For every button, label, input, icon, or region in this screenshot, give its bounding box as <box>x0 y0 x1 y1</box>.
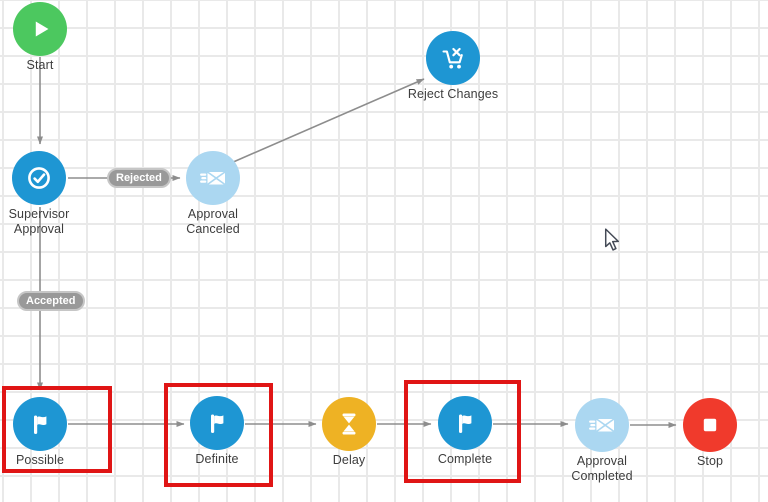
highlight-rect-possible <box>2 386 112 473</box>
complete-node[interactable] <box>438 396 492 450</box>
edge-label-rejected[interactable]: Rejected <box>107 168 171 188</box>
start-node[interactable] <box>13 2 67 56</box>
approval-canceled-node[interactable] <box>186 151 240 205</box>
edge-approval-canceled-to-reject-changes <box>230 78 425 164</box>
highlight-rect-definite <box>164 383 273 487</box>
play-icon <box>35 21 49 37</box>
node-label: Reject Changes <box>407 87 499 101</box>
node-label: Delay <box>332 453 366 467</box>
node-label: Possible <box>15 453 65 467</box>
edge-label-accepted[interactable]: Accepted <box>17 291 85 311</box>
node-label: Supervisor Approval <box>8 207 70 236</box>
stop-node[interactable] <box>683 398 737 452</box>
send-mail-icon <box>589 418 615 433</box>
highlight-rect-complete <box>404 380 521 483</box>
node-label: Start <box>26 58 54 72</box>
node-label: Approval Completed <box>571 454 633 483</box>
cart-reject-icon <box>442 47 463 69</box>
approval-completed-node[interactable] <box>575 398 629 452</box>
flag-icon <box>211 414 224 433</box>
reject-changes-node[interactable] <box>426 31 480 85</box>
delay-node[interactable] <box>322 397 376 451</box>
node-label: Approval Canceled <box>186 207 240 236</box>
node-label: Complete <box>437 452 493 466</box>
send-mail-icon <box>200 171 226 186</box>
flag-icon <box>459 414 472 433</box>
supervisor-approval-node[interactable] <box>12 151 66 205</box>
hourglass-icon <box>342 413 356 435</box>
check-circle-icon <box>28 167 50 189</box>
stop-icon <box>703 418 717 432</box>
possible-node[interactable] <box>13 397 67 451</box>
node-label: Definite <box>195 452 239 466</box>
node-label: Stop <box>696 454 724 468</box>
mouse-cursor-icon <box>604 228 620 251</box>
flag-icon <box>34 415 47 434</box>
definite-node[interactable] <box>190 396 244 450</box>
